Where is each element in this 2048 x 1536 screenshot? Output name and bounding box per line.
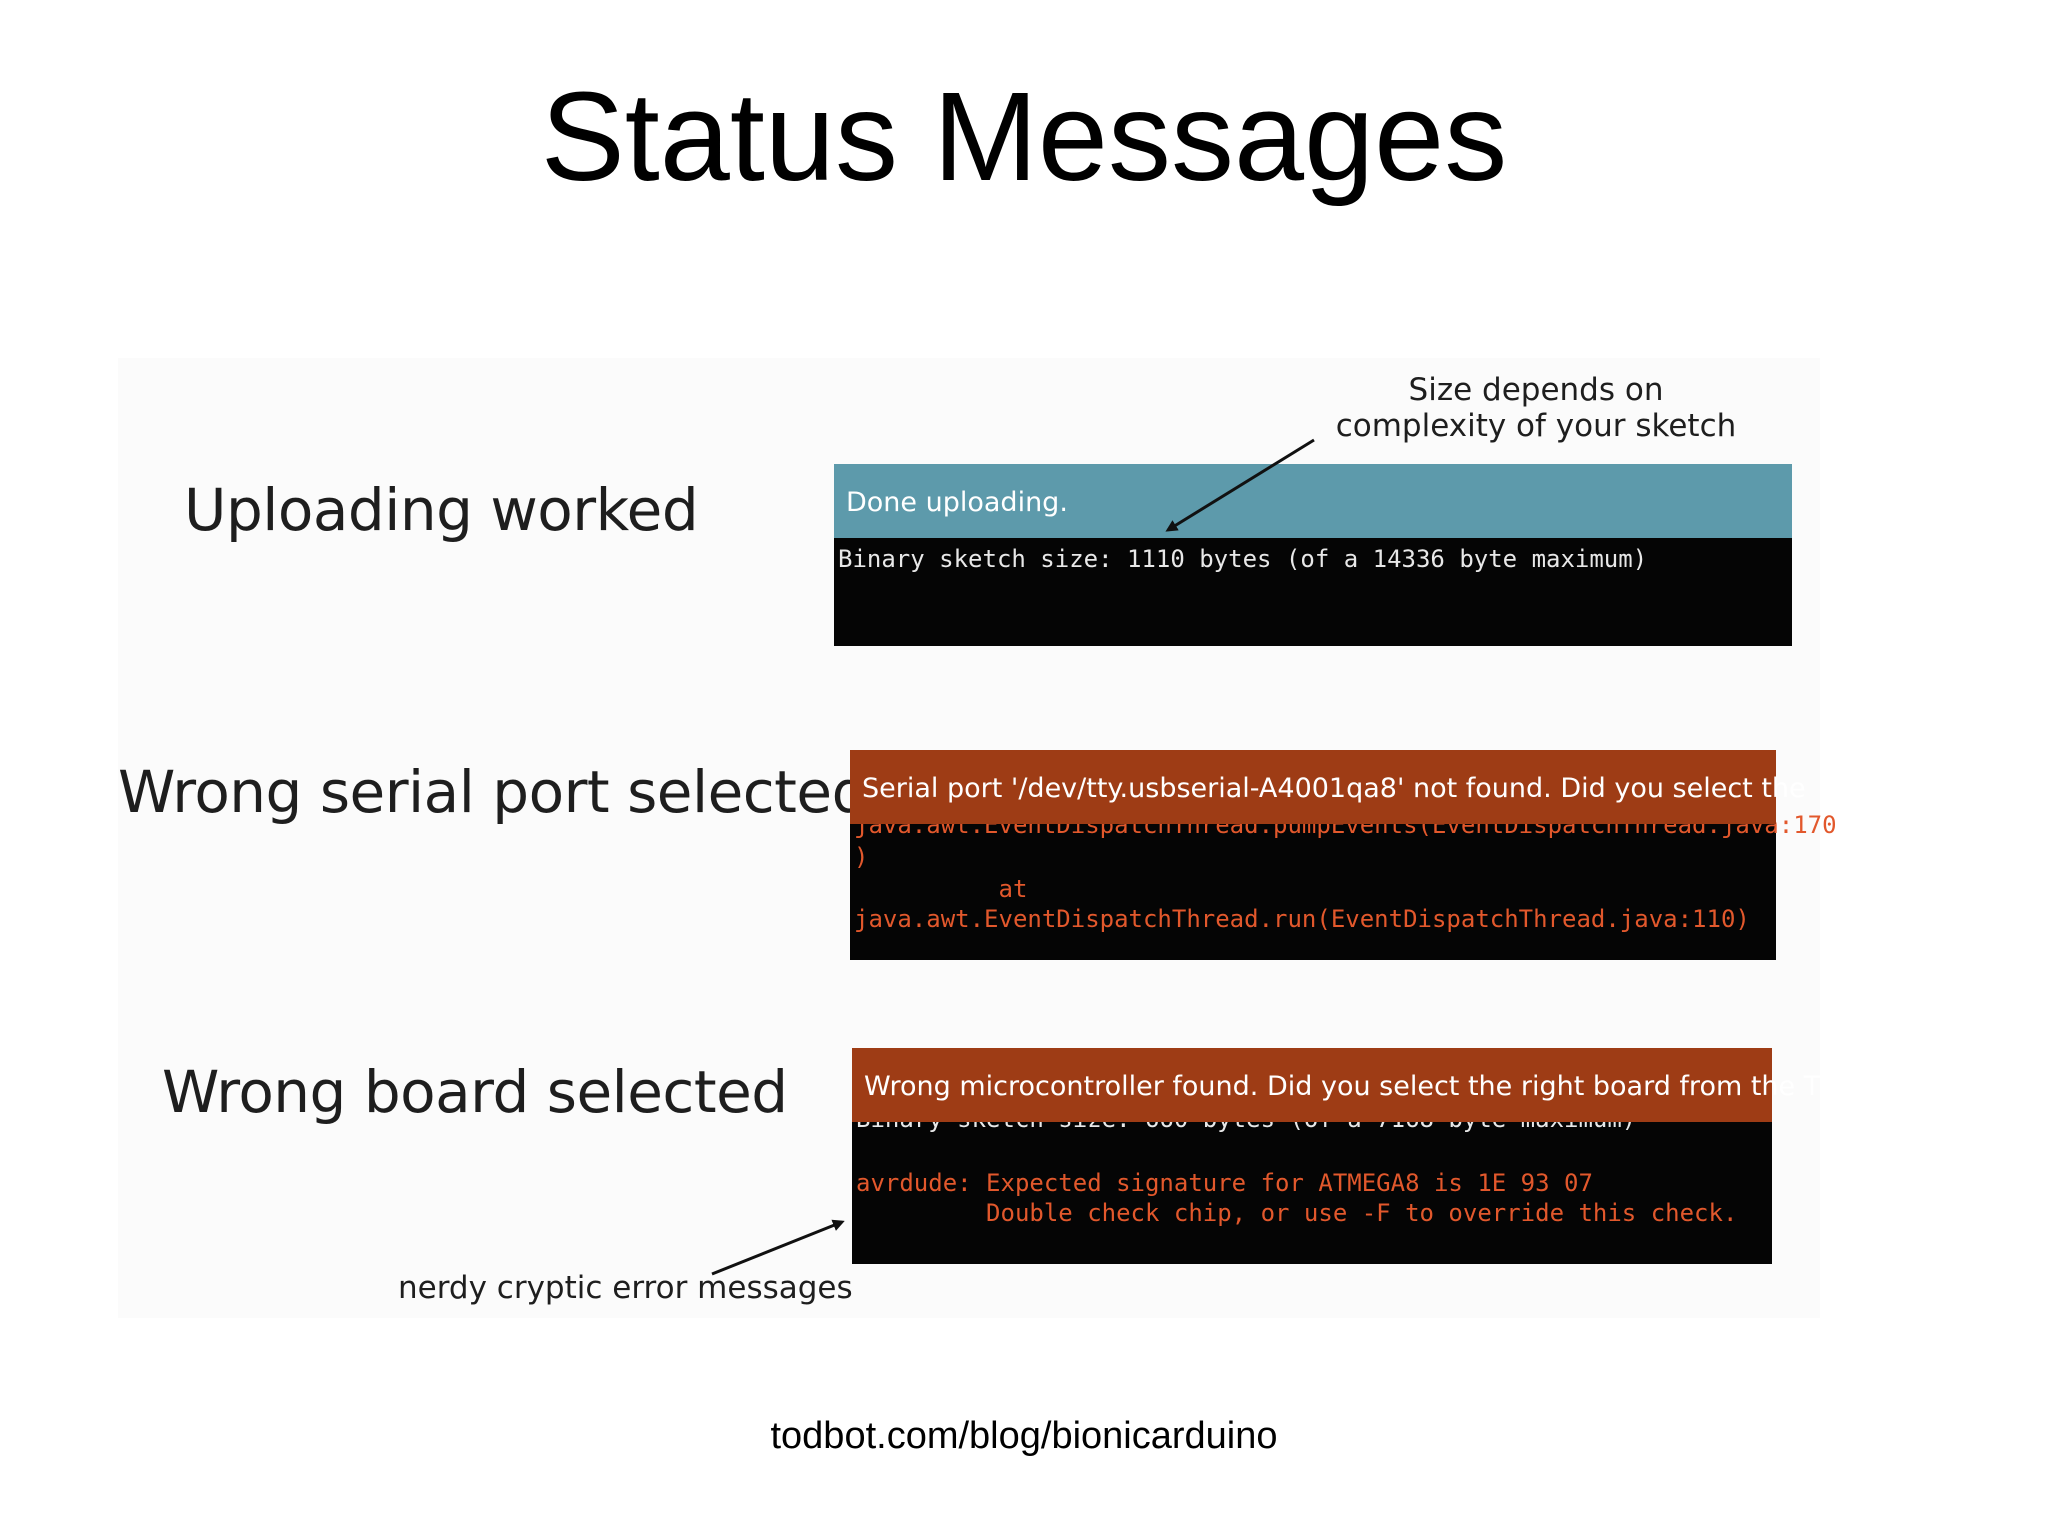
port-error-bar: Serial port '/dev/tty.usbserial-A4001qa8… [850,750,1806,824]
upload-status-bar: Done uploading. [834,464,1792,538]
label-wrong-serial-port: Wrong serial port selected [118,758,868,826]
board-console-line-3: avrdude: Expected signature for ATMEGA8 … [856,1169,1593,1197]
board-error-bar: Wrong microcontroller found. Did you sel… [852,1048,1820,1122]
port-error-panel: java.awt.EventDispatchThread.pumpEvents(… [850,750,1837,960]
label-wrong-board: Wrong board selected [162,1058,788,1126]
label-uploading-worked: Uploading worked [184,476,699,544]
board-console-line-4: Double check chip, or use -F to override… [856,1199,1738,1227]
upload-console-line: Binary sketch size: 1110 bytes (of a 143… [838,545,1648,573]
slide-title: Status Messages [540,66,1508,207]
source-url: todbot.com/blog/bionicarduino [770,1415,1278,1457]
port-console-line-2: ) [854,843,869,871]
annotation-cryptic-errors: nerdy cryptic error messages [398,1270,853,1306]
upload-status-panel: Done uploading. Binary sketch size: 1110… [834,464,1792,646]
annotation-size-line1: Size depends on [1408,372,1664,408]
status-messages-figure: Uploading worked Size depends on complex… [118,358,1837,1318]
board-error-panel: Binary sketch size: 660 bytes (of a 7168… [852,1048,1820,1264]
port-console-line-4: java.awt.EventDispatchThread.run(EventDi… [854,905,1750,933]
annotation-size-line2: complexity of your sketch [1335,408,1737,444]
port-console-line-3: at [854,875,1028,903]
